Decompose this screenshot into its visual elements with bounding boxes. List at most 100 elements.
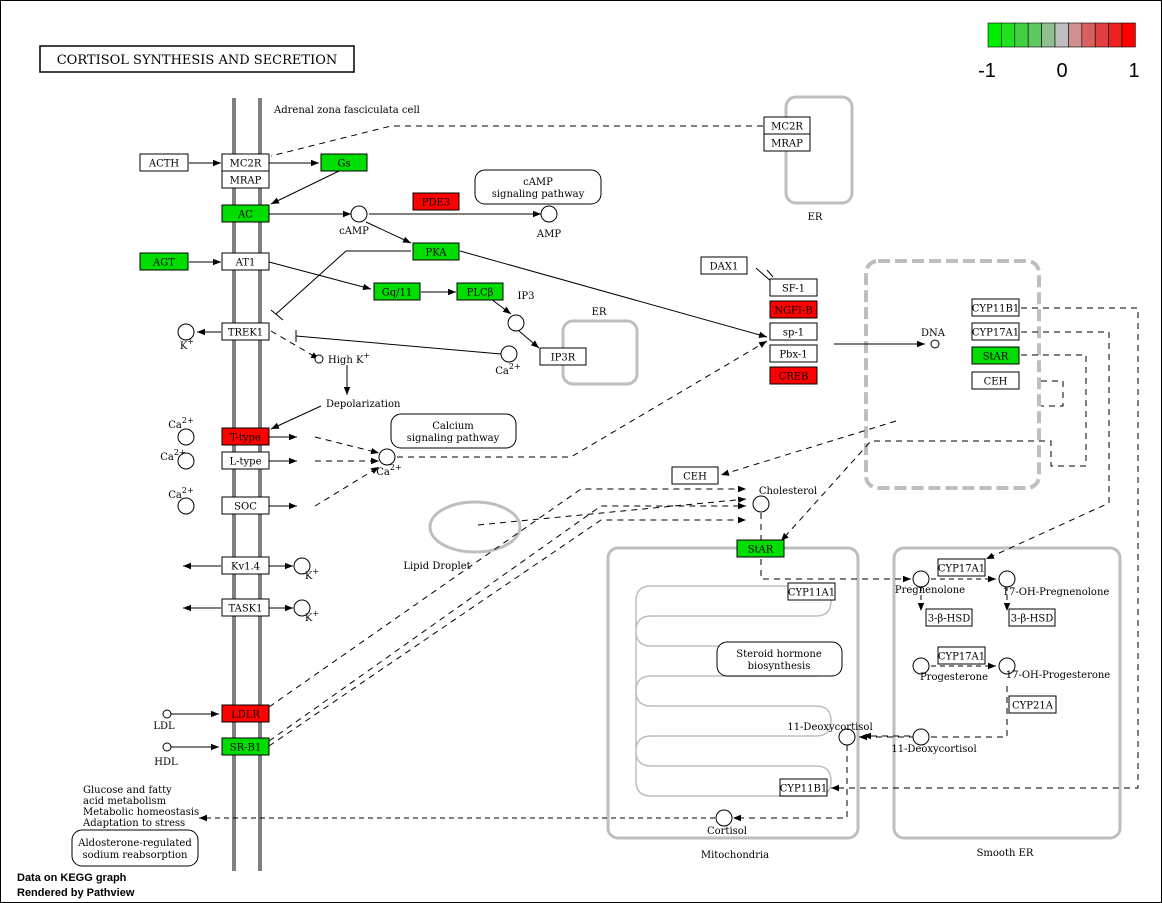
compound-amp[interactable]: AMP xyxy=(536,205,561,240)
gene-box xyxy=(779,778,828,797)
gene-cyp21a[interactable]: CYP21A xyxy=(1008,695,1057,714)
gene-dax1[interactable]: DAX1 xyxy=(700,256,748,275)
gene-cyp17a1-n[interactable]: CYP17A1 xyxy=(971,322,1020,341)
gene-label: CYP11B1 xyxy=(780,784,827,795)
compound-k[interactable]: K+ xyxy=(293,599,319,624)
gene-ngfib[interactable]: NGFI-B xyxy=(769,300,818,319)
compound-camp[interactable]: cAMP xyxy=(339,205,369,237)
gene-soc[interactable]: SOC xyxy=(221,496,270,515)
footer-line2: Rendered by Pathview xyxy=(17,887,135,899)
gene-ldlr[interactable]: LDLR xyxy=(221,704,270,723)
compound-cortisol[interactable]: Cortisol xyxy=(707,809,747,837)
dashed-edges xyxy=(268,125,1139,822)
compound-ca[interactable]: Ca2+ xyxy=(495,345,521,377)
aldosterone-regulated-sodium-reabsorption-link[interactable]: Aldosterone-regulated sodium reabsorptio… xyxy=(71,829,199,867)
gene-mrap-er[interactable]: MRAP xyxy=(763,133,811,152)
compound-circle xyxy=(998,657,1016,675)
gene-box xyxy=(769,366,818,385)
title-box: CORTISOL SYNTHESIS AND SECRETION xyxy=(39,45,355,73)
gene-cyp17a1-a[interactable]: CYP17A1 xyxy=(937,558,986,577)
gene-box xyxy=(539,347,587,366)
compound-pregnenolone[interactable]: Pregnenolone xyxy=(895,570,965,596)
gene-mrap[interactable]: MRAP xyxy=(221,170,270,189)
compound-deoxy1[interactable]: 11-Deoxycortisol xyxy=(787,722,873,746)
gene-srb1[interactable]: SR-B1 xyxy=(221,737,270,756)
compound-ip3[interactable]: IP3 xyxy=(507,291,535,332)
gene-ceh[interactable]: CEH xyxy=(671,466,719,485)
compound-high-k[interactable]: High K+ xyxy=(314,351,370,366)
gene-box xyxy=(1008,608,1056,627)
gene-agt[interactable]: AGT xyxy=(139,252,189,271)
compound-hdl[interactable]: HDL xyxy=(154,742,178,768)
gene-mc2r[interactable]: MC2R xyxy=(221,153,270,172)
gene-box xyxy=(221,170,270,189)
gene-label: SR-B1 xyxy=(230,743,261,754)
gene-task1[interactable]: TASK1 xyxy=(221,598,270,617)
legend-swatch xyxy=(1068,22,1083,48)
gene-ip3r[interactable]: IP3R xyxy=(539,347,587,366)
camp-signaling-pathway-link[interactable]: cAMP signaling pathway xyxy=(474,169,602,205)
gene-pbx1[interactable]: Pbx-1 xyxy=(769,344,818,363)
compound-ca[interactable]: Ca2+ xyxy=(376,448,402,478)
cell-label: Adrenal zona fasciculata cell xyxy=(273,105,420,116)
calcium-signaling-pathway-link[interactable]: Calcium signaling pathway xyxy=(390,413,517,449)
gene-ltype[interactable]: L-type xyxy=(221,451,270,470)
gene-label: PDE3 xyxy=(422,198,450,209)
gene-at1[interactable]: AT1 xyxy=(221,252,270,271)
gene-star-n[interactable]: StAR xyxy=(971,346,1020,365)
compound-deoxy2[interactable]: 11-Deoxycortisol xyxy=(891,728,977,755)
compound-label: Pregnenolone xyxy=(895,585,965,596)
gene-ceh-n[interactable]: CEH xyxy=(971,371,1020,390)
compound-ohpreg[interactable]: 17-OH-Pregnenolone xyxy=(998,570,1109,598)
gene-mc2r-er[interactable]: MC2R xyxy=(763,116,811,135)
steroid-hormone-biosynthesis-link[interactable]: Steroid hormone biosynthesis xyxy=(716,641,843,677)
gene-box xyxy=(221,704,270,723)
compound-label: IP3 xyxy=(517,291,534,302)
compound-cholesterol[interactable]: Cholesterol xyxy=(752,486,817,513)
gene-acth[interactable]: ACTH xyxy=(139,153,189,172)
compound-ohprog[interactable]: 17-OH-Progesterone xyxy=(998,657,1110,681)
gene-cyp11b1-m[interactable]: CYP11B1 xyxy=(779,778,828,797)
gene-hsd-b[interactable]: 3-β-HSD xyxy=(1008,608,1056,627)
compound-ca[interactable]: Ca2+ xyxy=(168,486,195,515)
er-label-top: ER xyxy=(808,212,823,223)
gene-label: sp-1 xyxy=(783,328,804,339)
compound-ca[interactable]: Ca2+ xyxy=(160,448,195,470)
gene-ttype[interactable]: T-type xyxy=(221,427,270,446)
compound-circle xyxy=(912,728,930,746)
compound-k[interactable]: K+ xyxy=(293,557,319,582)
compound-circle xyxy=(293,599,311,617)
gene-label: CYP11B1 xyxy=(972,304,1019,315)
gene-label: AGT xyxy=(152,258,175,269)
compound-ldl[interactable]: LDL xyxy=(153,709,175,732)
compound-ca[interactable]: Ca2+ xyxy=(168,416,195,446)
gene-box xyxy=(1008,695,1057,714)
gene-gs[interactable]: Gs xyxy=(320,153,368,172)
gene-sp1[interactable]: sp-1 xyxy=(769,322,818,341)
gene-kv14[interactable]: Kv1.4 xyxy=(221,556,270,575)
compound-dna[interactable]: DNA xyxy=(921,328,946,349)
gene-gq[interactable]: Gq/11 xyxy=(373,282,421,301)
compound-progesterone[interactable]: Progesterone xyxy=(912,657,988,683)
gene-label: ACTH xyxy=(148,159,180,170)
legend-swatch xyxy=(1041,22,1056,48)
gene-star-m[interactable]: StAR xyxy=(736,539,785,558)
compound-k[interactable]: K+ xyxy=(177,323,195,352)
gene-sf1[interactable]: SF-1 xyxy=(769,278,818,297)
gene-cyp11b1-n[interactable]: CYP11B1 xyxy=(971,298,1020,317)
gene-creb[interactable]: CREB xyxy=(769,366,818,385)
gene-box xyxy=(736,539,785,558)
gene-pka[interactable]: PKA xyxy=(412,242,460,261)
gene-pde3[interactable]: PDE3 xyxy=(412,192,460,211)
gene-hsd-a[interactable]: 3-β-HSD xyxy=(925,608,973,627)
gene-plcb[interactable]: PLCβ xyxy=(456,282,504,301)
gene-trek1[interactable]: TREK1 xyxy=(221,322,270,341)
gene-label: CEH xyxy=(984,377,1008,388)
gene-cyp17a1-b[interactable]: CYP17A1 xyxy=(937,646,986,665)
legend-swatch xyxy=(1094,22,1109,48)
compound-circle xyxy=(507,314,525,332)
gene-cyp11a1[interactable]: CYP11A1 xyxy=(787,582,836,601)
gene-ac[interactable]: AC xyxy=(221,204,270,223)
